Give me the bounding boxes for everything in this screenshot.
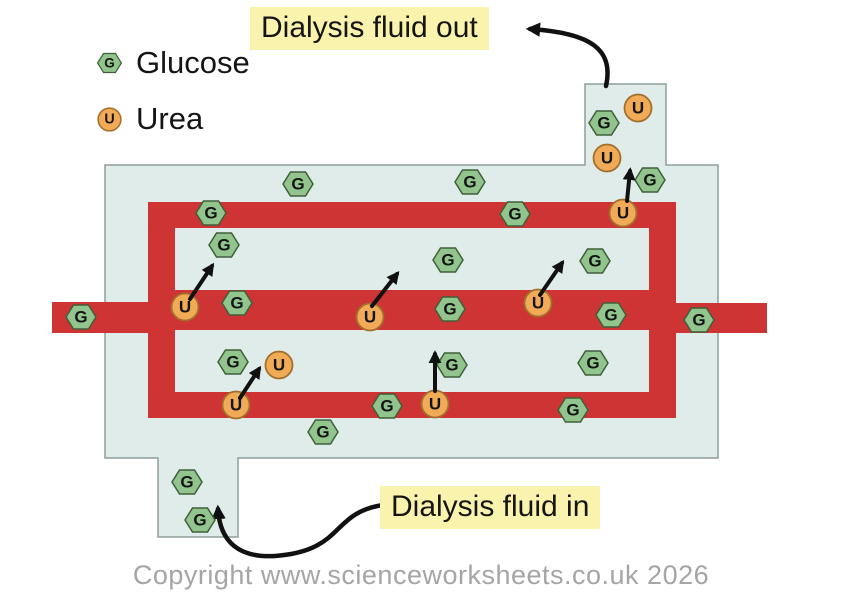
glucose-molecule: G (432, 247, 464, 273)
glucose-molecule: G (208, 232, 240, 258)
fluid-out-arrow (525, 22, 610, 89)
diffusion-arrow (188, 262, 215, 301)
svg-text:G: G (692, 311, 705, 330)
svg-text:U: U (104, 111, 114, 127)
glucose-molecule: G (588, 110, 620, 136)
svg-text:G: G (226, 353, 239, 372)
urea-molecule: U (264, 350, 294, 380)
svg-text:G: G (508, 205, 521, 224)
svg-text:G: G (597, 114, 610, 133)
glucose-icon: G (96, 52, 123, 74)
svg-text:G: G (443, 300, 456, 319)
urea-molecule: U (420, 389, 450, 419)
svg-text:U: U (532, 294, 544, 313)
legend-item-glucose: G Glucose (96, 45, 250, 81)
svg-text:G: G (604, 306, 617, 325)
legend-label-glucose: Glucose (136, 45, 250, 80)
svg-text:U: U (179, 298, 191, 317)
glucose-molecule: G (634, 167, 666, 193)
glucose-molecule: G (595, 302, 627, 328)
glucose-molecule: G (557, 397, 589, 423)
blood-tube-left-vertical (148, 202, 175, 418)
fluid-in-label: Dialysis fluid in (380, 486, 601, 529)
svg-text:G: G (230, 294, 243, 313)
svg-text:G: G (588, 252, 601, 271)
glucose-molecule: G (217, 349, 249, 375)
glucose-molecule: G (184, 507, 216, 533)
urea-molecule: U (623, 93, 653, 123)
blood-tube-middle-bar (175, 290, 649, 330)
urea-molecule: U (221, 390, 251, 420)
svg-text:U: U (273, 356, 285, 375)
glucose-molecule: G (434, 296, 466, 322)
legend-item-urea: U Urea (96, 101, 203, 137)
diffusion-arrows-layer (188, 167, 636, 400)
svg-text:G: G (316, 423, 329, 442)
glucose-molecule: G (577, 350, 609, 376)
svg-text:U: U (230, 396, 242, 415)
diffusion-arrow (238, 365, 262, 400)
svg-text:G: G (74, 308, 87, 327)
copyright-text: Copyright www.scienceworksheets.co.uk 20… (132, 560, 710, 590)
urea-molecule: U (355, 302, 385, 332)
svg-text:G: G (643, 171, 656, 190)
fluid-out-label: Dialysis fluid out (250, 7, 489, 50)
svg-text:U: U (601, 149, 613, 168)
svg-text:U: U (617, 204, 629, 223)
blood-tube-top-bar (148, 202, 676, 228)
urea-molecule: U (608, 198, 638, 228)
urea-molecule: U (170, 292, 200, 322)
urea-molecule: U (592, 143, 622, 173)
svg-text:U: U (429, 395, 441, 414)
glucose-molecule: G (579, 248, 611, 274)
svg-text:G: G (104, 56, 115, 71)
fluid-in-arrow (211, 502, 386, 559)
legend-label-urea: Urea (136, 101, 204, 136)
glucose-molecule: G (221, 290, 253, 316)
glucose-molecule: G (171, 469, 203, 495)
blood-tube-right-vertical (649, 202, 676, 418)
svg-text:G: G (204, 204, 217, 223)
svg-text:G: G (180, 473, 193, 492)
glucose-molecule: G (683, 307, 715, 333)
svg-text:G: G (291, 175, 304, 194)
diffusion-arrow (622, 167, 636, 203)
svg-text:U: U (632, 99, 644, 118)
svg-text:G: G (441, 251, 454, 270)
glucose-molecule: G (65, 304, 97, 330)
svg-text:U: U (364, 308, 376, 327)
glucose-molecule: G (454, 169, 486, 195)
svg-text:G: G (217, 236, 230, 255)
glucose-molecule: G (282, 171, 314, 197)
glucose-molecule: G (499, 201, 531, 227)
svg-text:G: G (463, 173, 476, 192)
urea-molecule: U (523, 288, 553, 318)
blood-tubing (52, 202, 767, 418)
svg-text:G: G (380, 397, 393, 416)
svg-text:G: G (566, 401, 579, 420)
glucose-molecule: G (195, 200, 227, 226)
svg-text:G: G (193, 511, 206, 530)
svg-text:G: G (586, 354, 599, 373)
diffusion-arrow (538, 259, 565, 297)
svg-text:G: G (445, 356, 458, 375)
glucose-molecule: G (436, 352, 468, 378)
diffusion-arrow (370, 270, 400, 308)
glucose-molecule: G (307, 419, 339, 445)
glucose-molecule: G (371, 393, 403, 419)
urea-icon: U (97, 106, 122, 132)
